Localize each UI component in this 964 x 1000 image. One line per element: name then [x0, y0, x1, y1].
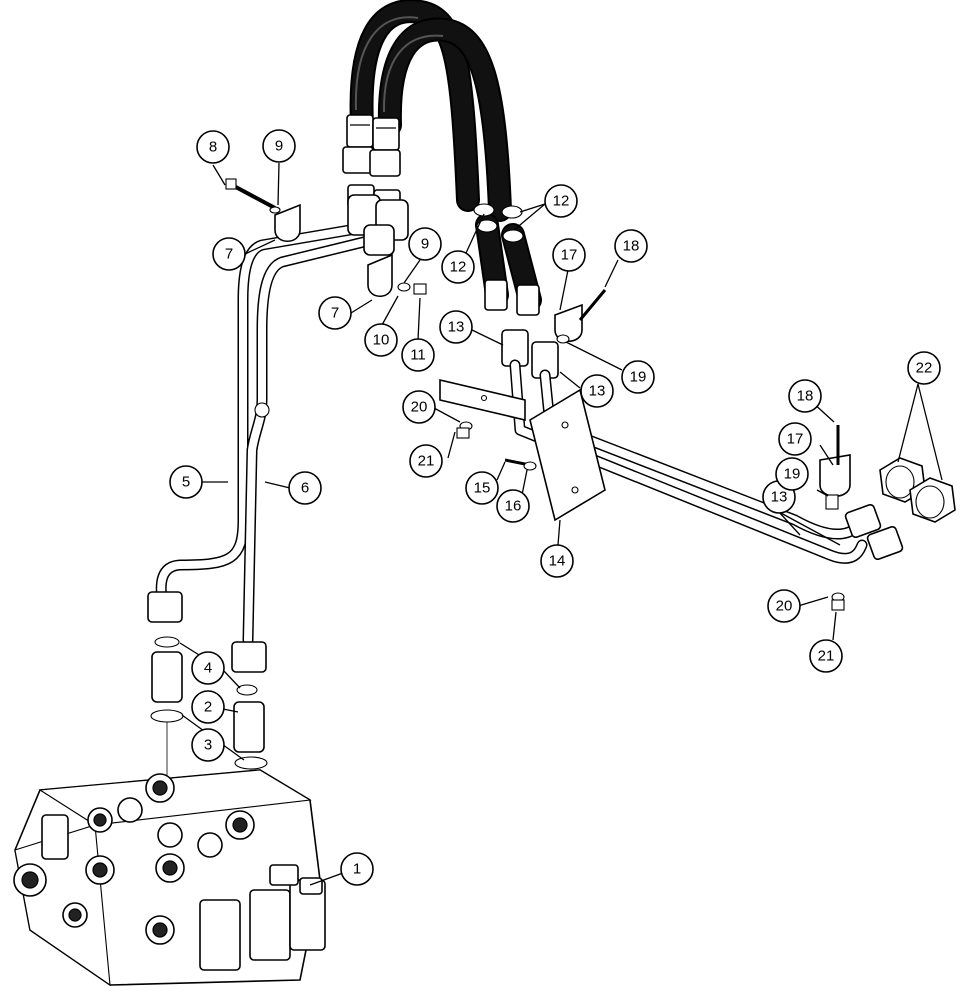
callout-20a: 20 [402, 390, 436, 424]
svg-text:12: 12 [450, 259, 467, 276]
svg-text:1: 1 [353, 861, 361, 878]
callout-12a: 12 [544, 184, 578, 218]
callouts: 1 2 3 4 5 6 7 7 8 9 9 10 11 12 12 13 13 … [169, 129, 941, 886]
hose-end-fittings-lower [484, 279, 559, 379]
callout-7b: 7 [318, 296, 352, 330]
clamps-17 [554, 303, 851, 510]
callout-9a: 9 [262, 129, 296, 163]
svg-text:13: 13 [589, 383, 606, 400]
svg-text:9: 9 [275, 138, 283, 155]
svg-text:10: 10 [373, 332, 390, 349]
svg-text:7: 7 [331, 305, 339, 322]
callout-20b: 20 [767, 589, 801, 623]
callout-5: 5 [169, 465, 203, 499]
elbow-fittings [347, 194, 409, 256]
callout-15: 15 [465, 471, 499, 505]
leader-lines [179, 162, 943, 886]
callout-13a: 13 [439, 310, 473, 344]
svg-text:21: 21 [418, 453, 435, 470]
svg-text:9: 9 [421, 236, 429, 253]
callout-9b: 9 [408, 227, 442, 261]
callout-1: 1 [340, 852, 374, 886]
svg-text:11: 11 [410, 347, 426, 364]
callout-21b: 21 [809, 639, 843, 673]
callout-17b: 17 [778, 422, 812, 456]
callout-4: 4 [191, 651, 225, 685]
svg-text:3: 3 [204, 737, 212, 754]
callout-16: 16 [496, 489, 530, 523]
callout-2: 2 [191, 690, 225, 724]
svg-text:20: 20 [776, 598, 793, 615]
svg-text:8: 8 [209, 139, 217, 156]
svg-text:19: 19 [630, 369, 647, 386]
callout-19a: 19 [621, 360, 655, 394]
callout-17a: 17 [552, 238, 586, 272]
clamps-7 [274, 203, 393, 298]
callout-14: 14 [540, 544, 574, 578]
svg-text:6: 6 [301, 480, 309, 497]
connector-fittings [147, 591, 268, 820]
svg-text:20: 20 [411, 399, 428, 416]
svg-text:15: 15 [474, 480, 491, 497]
control-valve-body [13, 769, 326, 987]
callout-13b: 13 [580, 374, 614, 408]
callout-11: 11 [401, 338, 435, 372]
callout-8: 8 [196, 130, 230, 164]
callout-18b: 18 [788, 379, 822, 413]
callout-22: 22 [907, 351, 941, 385]
svg-text:21: 21 [818, 648, 835, 665]
svg-text:18: 18 [797, 388, 814, 405]
callout-7a: 7 [212, 237, 246, 271]
callout-18a: 18 [614, 229, 648, 263]
svg-text:17: 17 [561, 247, 578, 264]
svg-text:4: 4 [204, 660, 212, 677]
svg-text:2: 2 [204, 699, 212, 716]
callout-3: 3 [191, 728, 225, 762]
svg-text:16: 16 [505, 498, 522, 515]
tube-lines [155, 224, 378, 646]
small-hardware [225, 178, 845, 611]
svg-text:17: 17 [787, 431, 804, 448]
svg-text:13: 13 [448, 319, 465, 336]
svg-text:14: 14 [549, 553, 566, 570]
svg-text:12: 12 [553, 193, 570, 210]
svg-text:5: 5 [182, 474, 190, 491]
callout-19b: 19 [775, 457, 809, 491]
callout-12b: 12 [441, 250, 475, 284]
callout-21a: 21 [409, 444, 443, 478]
bracket-plate-14 [439, 378, 606, 522]
callout-10: 10 [364, 323, 398, 357]
caps-22 [879, 457, 956, 523]
svg-text:7: 7 [225, 246, 233, 263]
svg-text:18: 18 [623, 238, 640, 255]
svg-text:19: 19 [784, 466, 801, 483]
svg-text:22: 22 [916, 360, 933, 377]
svg-text:13: 13 [771, 489, 788, 506]
callout-6: 6 [288, 471, 322, 505]
